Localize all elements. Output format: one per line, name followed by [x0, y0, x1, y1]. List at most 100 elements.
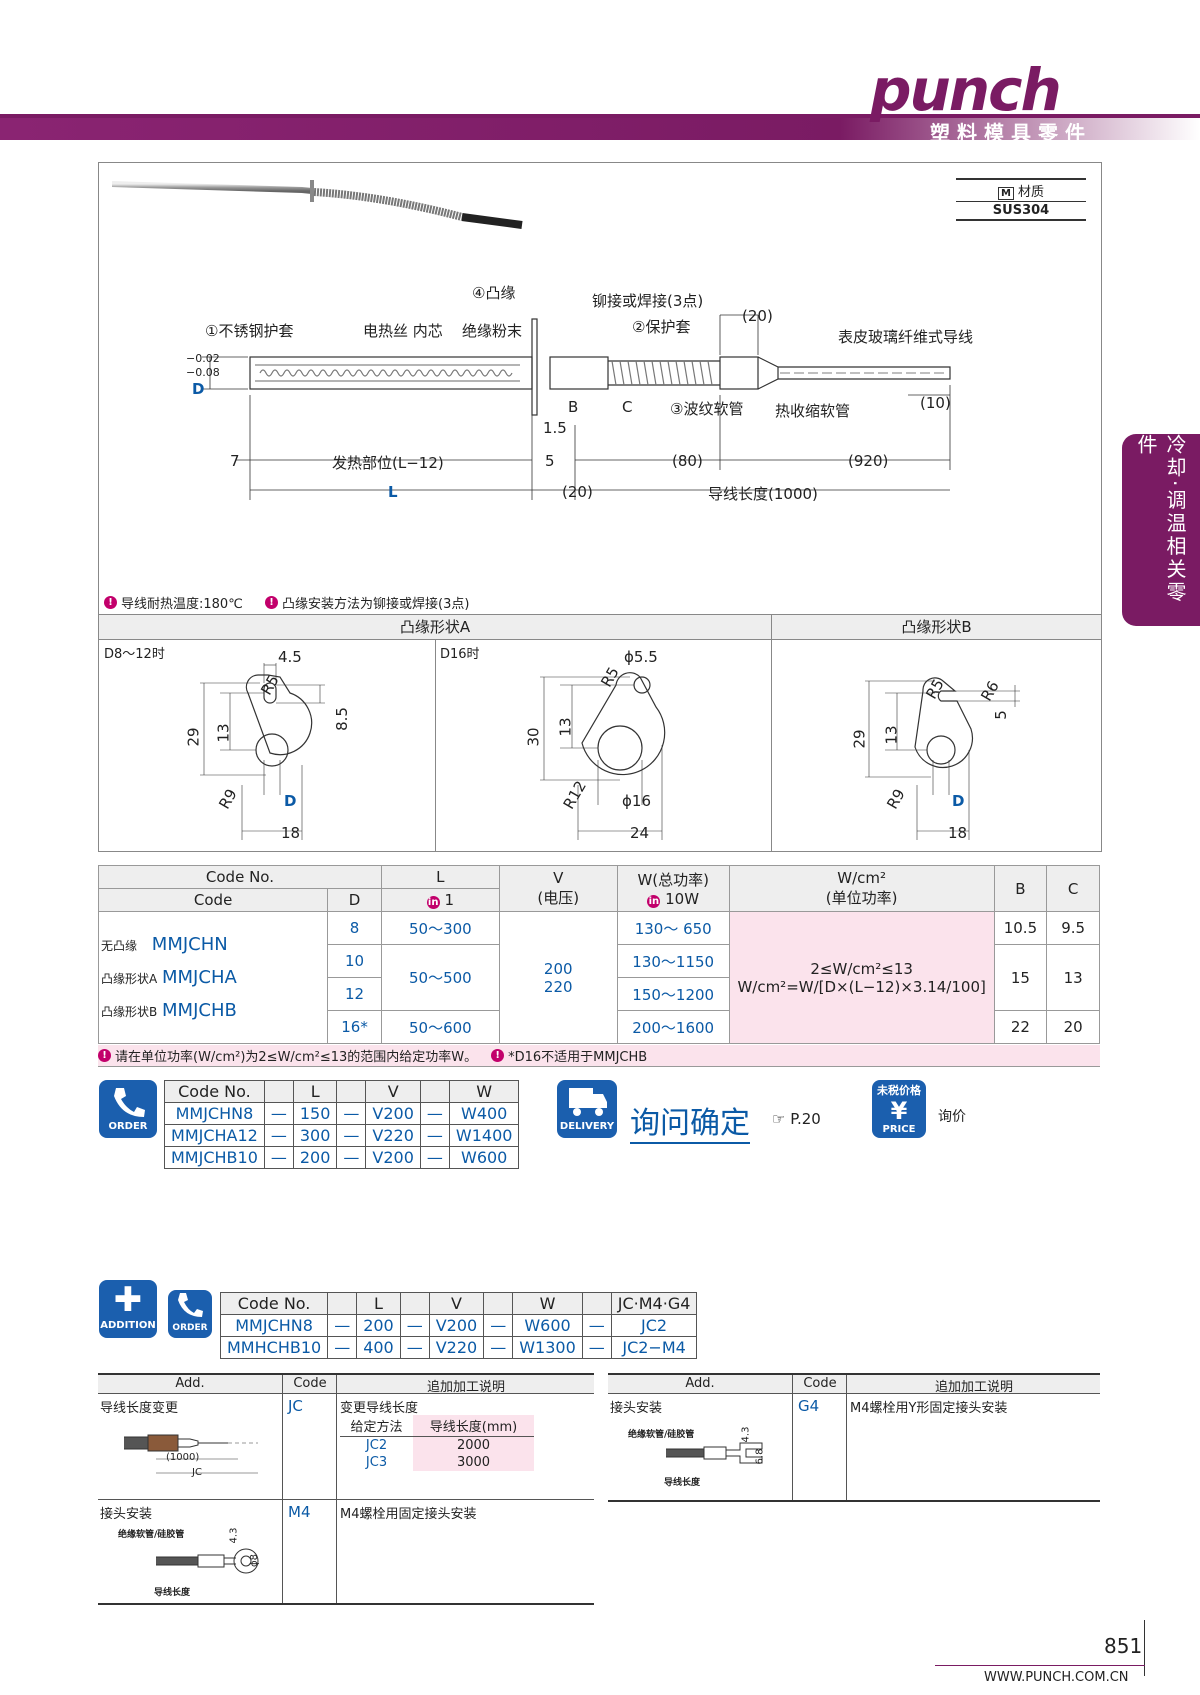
increment-icon: in: [426, 896, 440, 909]
spec-table: Code No. L V(电压) W(总功率)in 10W W/cm²(单位功率…: [97, 865, 1100, 1044]
flange-b-h5: 5: [991, 710, 1010, 720]
m4-figure: [156, 1548, 259, 1574]
row-W-4: 200～1600: [616, 1010, 730, 1044]
label-D: D: [192, 380, 205, 398]
order-row: MMJCHA12—300—V220—W1400: [164, 1124, 520, 1147]
flange-a1-shape: [200, 663, 325, 840]
jc-desc: 变更导线长度: [340, 1401, 419, 1416]
flange-a1-h29: 29: [184, 727, 203, 747]
material-box: M 材质 SUS304: [956, 178, 1086, 221]
th-Wcm: W/cm²(单位功率): [728, 865, 995, 912]
flange-panel: 凸缘形状A 凸缘形状B: [98, 614, 1102, 852]
label-dim20b: (20): [562, 483, 593, 501]
th-codeno: Code No.: [98, 865, 382, 889]
label-sheath: ①不锈钢护套: [205, 322, 294, 340]
flange-a2-shape: [540, 672, 666, 840]
pointing-hand-icon: ☞: [772, 1110, 786, 1128]
order-example-table: Code No. L V W MMJCHN8—150—V200—W400 MMJ…: [164, 1080, 520, 1169]
add-table-right: Add. Code 追加加工说明 接头安装 G4 M4螺栓用Y形固定接头安装 绝…: [608, 1373, 1100, 1502]
flange-a1-h13: 13: [214, 723, 233, 743]
g4-fig-hose: 绝缘软管/硅胶管: [628, 1430, 695, 1440]
g4-name: 接头安装: [610, 1401, 663, 1416]
label-L: L: [388, 483, 398, 501]
th-D: D: [327, 888, 382, 912]
order-row: MMJCHN8—150—V200—W400: [164, 1102, 520, 1125]
footer-url[interactable]: WWW.PUNCH.COM.CN: [984, 1670, 1129, 1685]
label-dim80: (80): [672, 452, 703, 470]
flange-a2-phi16: ϕ16: [622, 792, 651, 810]
flange-a1-cond: D8～12时: [104, 647, 165, 662]
flange-b-title: 凸缘形状B: [772, 615, 1101, 640]
m4-name: 接头安装: [100, 1507, 153, 1522]
th-L: L: [380, 865, 500, 889]
delivery-icon[interactable]: DELIVERY: [557, 1080, 617, 1138]
material-value: SUS304: [956, 201, 1086, 221]
th-V: V(电压): [498, 865, 618, 912]
category-side-tab[interactable]: 冷却·调温相关零件: [1122, 434, 1200, 626]
m4-fig-len: 导线长度: [154, 1588, 191, 1598]
flange-a1-w18: 18: [281, 824, 301, 842]
price-text: 询价: [938, 1109, 966, 1125]
jc-name: 导线长度变更: [100, 1401, 179, 1416]
g4-fig-len: 导线长度: [664, 1478, 701, 1488]
code-list: 无凸缘 MMJCHN 凸缘形状A MMJCHA 凸缘形状B MMJCHB: [97, 911, 329, 1044]
m4-fig-43: 4.3: [228, 1527, 240, 1544]
th-C: C: [1046, 865, 1100, 912]
truck-icon: [569, 1088, 607, 1116]
label-dim5: 5: [545, 452, 555, 470]
flange-a-title: 凸缘形状A: [99, 615, 772, 640]
page-number: 851: [1104, 1634, 1143, 1658]
header-line: [0, 114, 1200, 118]
addition-row: MMHCHB10—400—V220—W1300—JC2−M4: [219, 1336, 698, 1359]
th-W: W(总功率)in 10W: [616, 865, 730, 912]
addition-icon[interactable]: ✚ ADDITION: [99, 1280, 157, 1338]
delivery-ref[interactable]: ☞ P.20: [772, 1110, 821, 1128]
label-tol-top: −0.02: [186, 352, 220, 365]
brand-subtitle: 塑料模具零件: [930, 121, 1092, 145]
row-D-16: 16*: [327, 1010, 382, 1044]
flange-b-h29: 29: [850, 729, 869, 749]
info-icon: !: [265, 596, 278, 609]
row-D-10: 10: [327, 944, 382, 978]
th-code: Code: [97, 888, 329, 912]
flange-b-w18: 18: [948, 824, 968, 842]
m4-fig-8: ϕ8: [248, 1554, 260, 1567]
th-B: B: [993, 865, 1048, 912]
row-L-1: 50～300: [380, 911, 500, 945]
th-L-unit: in 1: [380, 888, 500, 912]
row-L-3: 50～600: [380, 1010, 500, 1044]
note-1: !导线耐热温度:180℃: [104, 593, 243, 612]
delivery-text: 询问确定: [630, 1098, 750, 1144]
m4-fig-hose: 绝缘软管/硅胶管: [118, 1530, 185, 1540]
row-W-1: 130～ 650: [616, 911, 730, 945]
note-2: !凸缘安装方法为铆接或焊接(3点): [265, 593, 469, 612]
spec-footnotes: !请在单位功率(W/cm²)为2≤W/cm²≤13的范围内给定功率W。 !*D1…: [98, 1045, 1100, 1067]
flange-a2-cond: D16时: [440, 647, 480, 662]
row-B-1: 10.5: [993, 911, 1048, 945]
label-flange: ④凸缘: [472, 284, 516, 302]
label-rivet: 铆接或焊接(3点): [592, 292, 704, 310]
row-B-2: 15: [993, 944, 1048, 1011]
phone-icon: [178, 1293, 203, 1317]
flange-a1-w: 4.5: [278, 648, 302, 666]
order-icon-small[interactable]: ORDER: [168, 1290, 212, 1338]
material-label: 材质: [1018, 185, 1045, 200]
order-icon[interactable]: ORDER: [99, 1080, 157, 1138]
footer-divider: [1144, 1620, 1145, 1676]
header-band: [0, 118, 1200, 140]
g4-fig-43: 4.3: [740, 1426, 752, 1443]
increment-icon: in: [647, 895, 661, 908]
product-photo: [112, 180, 523, 229]
heater-drawing: [202, 314, 951, 500]
row-C-3: 20: [1046, 1010, 1100, 1044]
flange-b-shape: [865, 677, 1020, 840]
price-icon[interactable]: 未税价格 ¥ PRICE: [872, 1080, 926, 1138]
label-B: B: [568, 398, 579, 416]
flange-a1-D: D: [284, 792, 297, 810]
yen-icon: ¥: [890, 1097, 908, 1125]
flange-a2-h30: 30: [524, 727, 543, 747]
add-table-left: Add. Code 追加加工说明 导线长度变更 JC 变更导线长度 给定方法导线…: [98, 1373, 594, 1605]
